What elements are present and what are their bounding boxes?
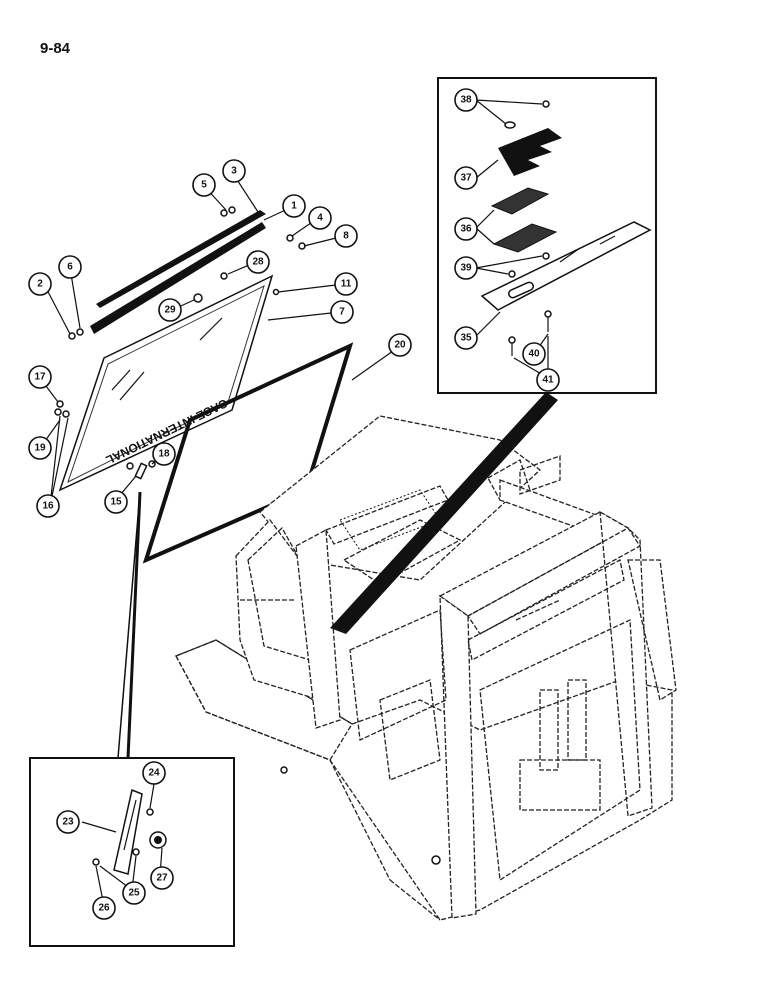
svg-text:39: 39 xyxy=(460,263,472,274)
callout-11: 11 xyxy=(334,272,358,296)
callout-1: 1 xyxy=(282,194,306,218)
callout-41: 41 xyxy=(536,368,560,392)
callout-19: 19 xyxy=(28,436,52,460)
callout-3: 3 xyxy=(222,159,246,183)
svg-text:35: 35 xyxy=(460,333,472,344)
callout-2: 2 xyxy=(28,272,52,296)
svg-text:26: 26 xyxy=(98,903,110,914)
vent-cover-bracket xyxy=(498,128,562,176)
callout-18: 18 xyxy=(152,442,176,466)
svg-text:19: 19 xyxy=(34,443,46,454)
svg-text:3: 3 xyxy=(231,166,237,177)
callout-35: 35 xyxy=(454,326,478,350)
callout-36: 36 xyxy=(454,217,478,241)
latch-inset xyxy=(29,757,235,947)
svg-text:6: 6 xyxy=(67,262,73,273)
cab-frame xyxy=(175,415,677,921)
callout-20: 20 xyxy=(388,333,412,357)
page-number: 9-84 xyxy=(40,40,71,57)
top-seal-strip xyxy=(90,222,266,334)
svg-text:20: 20 xyxy=(394,340,406,351)
svg-text:1: 1 xyxy=(291,201,297,212)
callout-27: 27 xyxy=(150,866,174,890)
svg-text:2: 2 xyxy=(37,279,43,290)
svg-text:8: 8 xyxy=(343,231,349,242)
roof-glass-group: CASE INTERNATIONAL xyxy=(39,171,401,564)
callout-7: 7 xyxy=(330,300,354,324)
svg-text:29: 29 xyxy=(164,305,176,316)
inset-leader xyxy=(330,392,558,634)
svg-text:41: 41 xyxy=(542,375,554,386)
svg-text:37: 37 xyxy=(460,173,472,184)
callout-8: 8 xyxy=(334,224,358,248)
svg-text:16: 16 xyxy=(42,501,54,512)
svg-text:25: 25 xyxy=(128,888,140,899)
roof-glass-panel xyxy=(58,274,274,492)
seal-strip xyxy=(96,210,266,308)
callout-16: 16 xyxy=(36,494,60,518)
callout-26: 26 xyxy=(92,896,116,920)
callout-25: 25 xyxy=(122,881,146,905)
callout-4: 4 xyxy=(308,206,332,230)
svg-text:27: 27 xyxy=(156,873,168,884)
svg-text:28: 28 xyxy=(252,257,264,268)
latch-leader-b xyxy=(126,491,142,759)
callout-28: 28 xyxy=(246,250,270,274)
svg-text:17: 17 xyxy=(34,372,46,383)
svg-text:23: 23 xyxy=(62,817,74,828)
callout-6: 6 xyxy=(58,255,82,279)
svg-text:24: 24 xyxy=(148,768,160,779)
callout-5: 5 xyxy=(192,173,216,197)
svg-text:38: 38 xyxy=(460,95,472,106)
svg-text:5: 5 xyxy=(201,180,207,191)
svg-text:11: 11 xyxy=(341,279,352,290)
callout-15: 15 xyxy=(104,490,128,514)
callout-24: 24 xyxy=(142,761,166,785)
svg-text:36: 36 xyxy=(460,224,472,235)
callout-38: 38 xyxy=(454,88,478,112)
callout-29: 29 xyxy=(158,298,182,322)
vent-filter-lower xyxy=(492,223,558,253)
callout-37: 37 xyxy=(454,166,478,190)
callout-23: 23 xyxy=(56,810,80,834)
callout-40: 40 xyxy=(522,342,546,366)
callout-39: 39 xyxy=(454,256,478,280)
window-gasket xyxy=(142,342,354,564)
svg-text:7: 7 xyxy=(339,307,345,318)
latch-leader-a xyxy=(117,491,141,759)
svg-text:40: 40 xyxy=(528,349,540,360)
svg-text:4: 4 xyxy=(317,213,323,224)
callout-17: 17 xyxy=(28,365,52,389)
svg-text:15: 15 xyxy=(110,497,122,508)
vent-filter-upper xyxy=(490,187,550,215)
svg-text:18: 18 xyxy=(158,449,170,460)
